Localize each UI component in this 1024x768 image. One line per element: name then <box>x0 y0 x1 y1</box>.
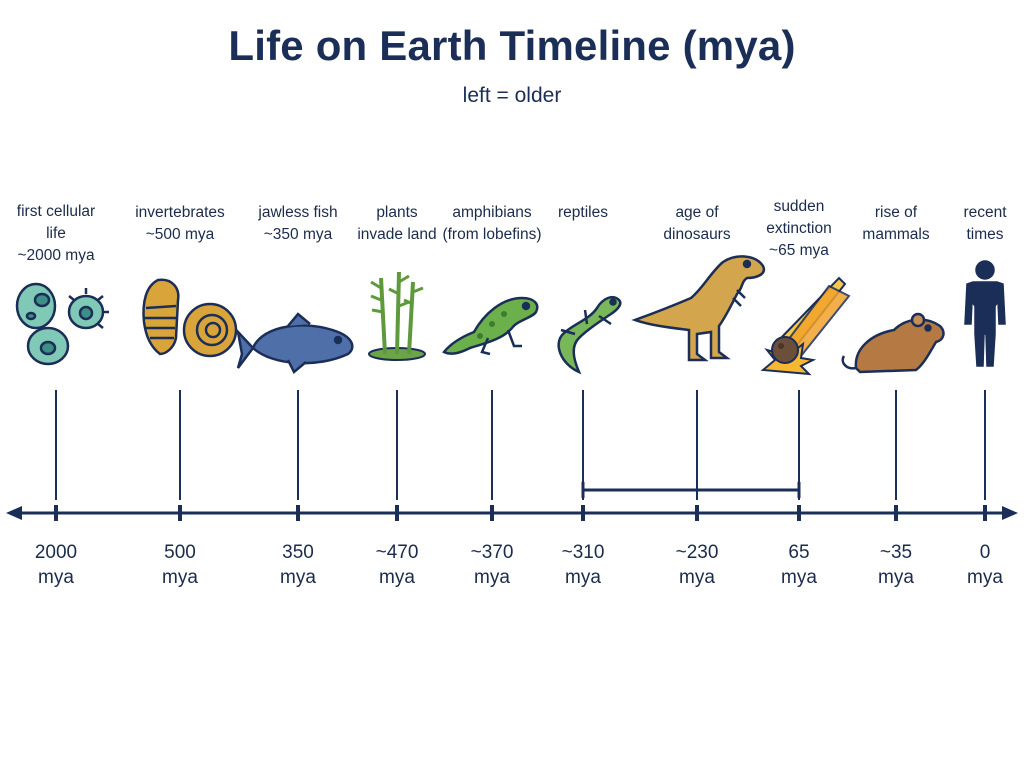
event-label: invertebrates ~500 mya <box>135 204 225 243</box>
amphibian-icon <box>442 296 539 356</box>
page-title: Life on Earth Timeline (mya) <box>228 22 796 69</box>
event-label: sudden extinction ~65 mya <box>766 198 832 259</box>
page-subtitle: left = older <box>462 84 562 107</box>
trilobite-ammonite-icon <box>142 278 238 358</box>
event-date: 2000 mya <box>34 542 78 588</box>
axis-right-arrow <box>1002 506 1018 520</box>
human-icon <box>964 260 1006 367</box>
event-date: 350 mya <box>280 542 316 588</box>
mammal-icon <box>841 312 945 374</box>
event-label: plants invade land <box>357 204 437 243</box>
event-date: 65 mya <box>781 542 817 588</box>
dinosaur-era-bracket <box>581 482 801 498</box>
lizard-icon <box>557 296 622 375</box>
event-date: 0 mya <box>967 542 1003 588</box>
cells-icon <box>15 282 109 366</box>
axis-left-arrow <box>6 506 22 520</box>
plant-icon <box>368 271 426 361</box>
event-date: 500 mya <box>162 542 198 588</box>
event-label: amphibians (from lobefins) <box>442 204 542 243</box>
event-date: ~370 mya <box>470 542 514 588</box>
event-label: reptiles <box>558 204 608 221</box>
event-label: recent times <box>963 204 1007 243</box>
fish-icon <box>236 312 354 374</box>
event-label: jawless fish ~350 mya <box>258 204 338 243</box>
event-date: ~230 mya <box>675 542 719 588</box>
event-label: first cellular life ~2000 mya <box>16 203 96 264</box>
event-date: ~470 mya <box>375 542 419 588</box>
event-date: ~35 mya <box>878 542 914 588</box>
meteor-icon <box>760 276 851 376</box>
dinosaur-icon <box>631 255 766 362</box>
event-label: rise of mammals <box>862 204 930 243</box>
event-label: age of dinosaurs <box>663 204 731 243</box>
event-date: ~310 mya <box>561 542 605 588</box>
